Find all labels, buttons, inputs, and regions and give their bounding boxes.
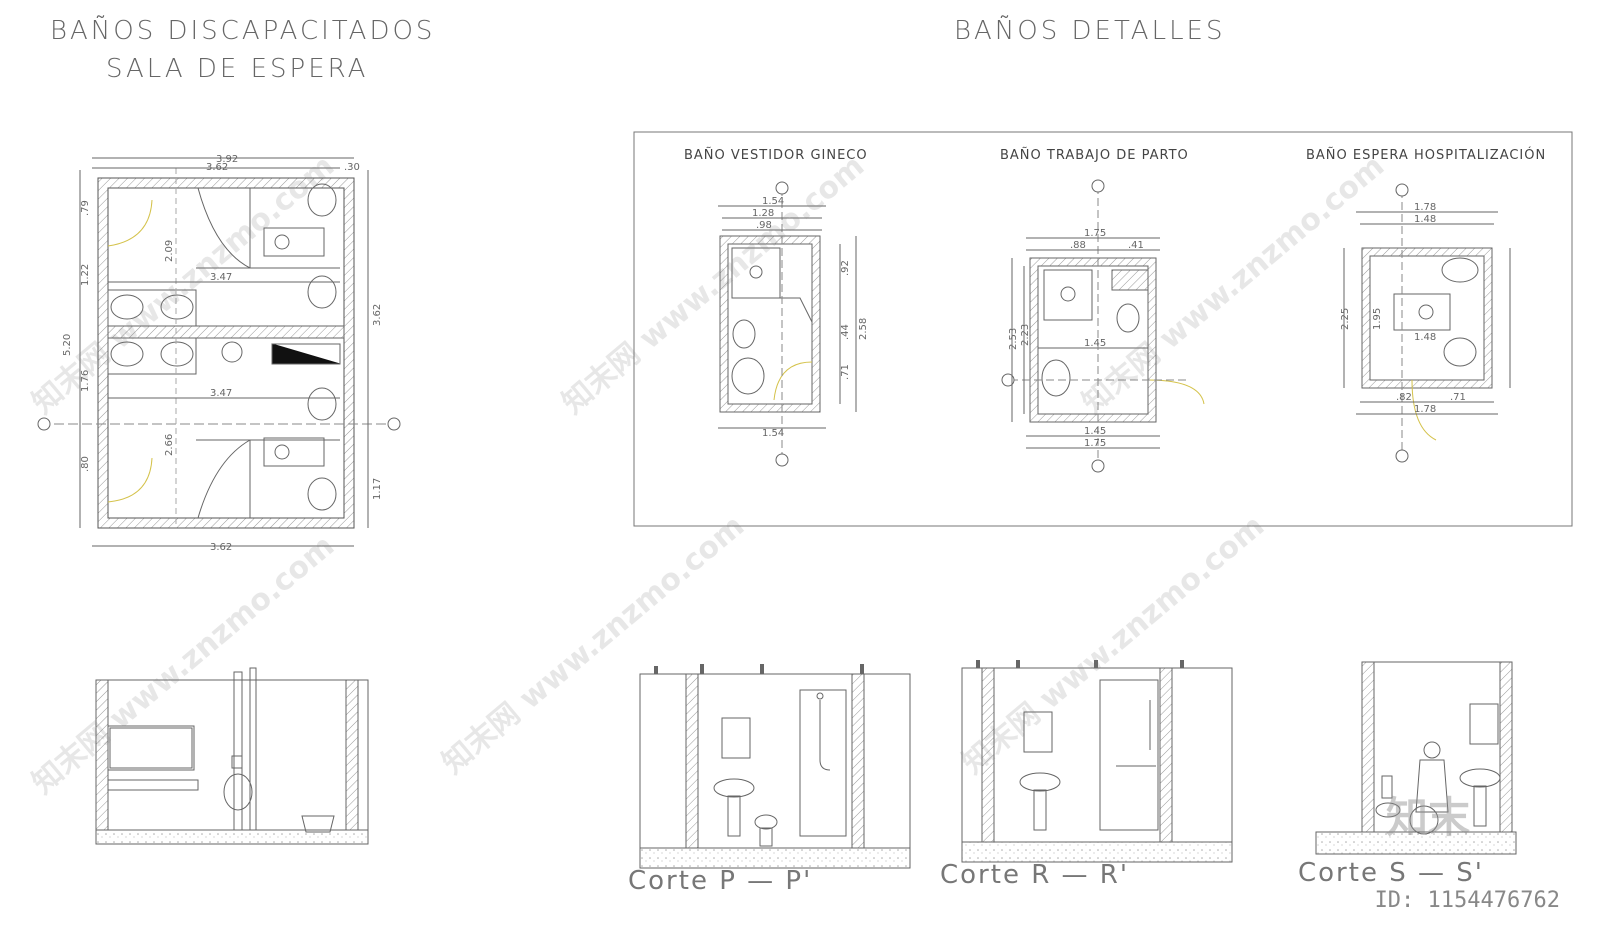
label-espera: BAÑO ESPERA HOSPITALIZACIÓN xyxy=(1306,148,1547,163)
title-left-line2: SALA DE ESPERA xyxy=(106,54,369,84)
vest-dim-0: 1.54 xyxy=(762,196,784,207)
espera-dim-7: 1.78 xyxy=(1414,404,1436,415)
plan-dim-labels: 3.92 3.62 .30 3.62 3.47 3.47 5.20 .79 1.… xyxy=(62,154,383,553)
section-pins xyxy=(654,660,1184,674)
vest-dim-7: 1.54 xyxy=(762,428,784,439)
espera-dim-4: 1.48 xyxy=(1414,332,1436,343)
dim-top1: 3.92 xyxy=(216,154,238,165)
espera-dim-6: .71 xyxy=(1450,392,1466,403)
dim-left-d: .80 xyxy=(80,456,91,472)
elevation-corte-p xyxy=(639,673,911,869)
dim-left-total: 5.20 xyxy=(62,334,73,356)
espera-dim-3: 1.95 xyxy=(1372,308,1383,330)
detail-frame xyxy=(633,131,1573,527)
vest-dim-5: .71 xyxy=(840,364,851,380)
title-left-line1: BAÑOS DISCAPACITADOS xyxy=(50,16,436,46)
section-title-s: Corte S — S' xyxy=(1298,858,1484,888)
plan-discapacitados xyxy=(37,157,401,547)
espera-dim-0: 1.78 xyxy=(1414,202,1436,213)
plan-vestidor xyxy=(718,181,857,467)
section-title-r: Corte R — R' xyxy=(940,860,1130,890)
title-right: BAÑOS DETALLES xyxy=(954,16,1226,46)
espera-dim-1: 1.48 xyxy=(1414,214,1436,225)
dim-bottom: 3.62 xyxy=(210,542,232,553)
plan-parto xyxy=(1001,179,1205,473)
elevation-corte-r xyxy=(961,667,1233,863)
vest-dim-6: 2.58 xyxy=(858,318,869,340)
plan-espera xyxy=(1343,183,1511,463)
espera-dim-labels: 1.78 1.48 2.25 1.95 1.48 .82 .71 1.78 xyxy=(1340,202,1466,415)
parto-dim-0: 1.75 xyxy=(1084,228,1106,239)
dim-top2: 3.62 xyxy=(206,162,228,173)
dim-inner-b: 2.66 xyxy=(164,434,175,456)
dim-mid1: 3.47 xyxy=(210,272,232,283)
espera-dim-2: 2.25 xyxy=(1340,308,1351,330)
vest-dim-2: .98 xyxy=(756,220,772,231)
elevation-discapacitados xyxy=(95,667,369,845)
espera-dim-5: .82 xyxy=(1396,392,1412,403)
vestidor-dim-labels: 1.54 1.28 .98 .92 .44 .71 2.58 1.54 xyxy=(752,196,869,439)
vest-dim-1: 1.28 xyxy=(752,208,774,219)
parto-dim-5: 1.45 xyxy=(1084,338,1106,349)
parto-dim-6: 1.45 xyxy=(1084,426,1106,437)
parto-dim-labels: 1.75 .88 .41 2.53 2.23 1.45 1.45 1.75 xyxy=(1008,228,1144,449)
parto-dim-3: 2.53 xyxy=(1008,328,1019,350)
label-parto: BAÑO TRABAJO DE PARTO xyxy=(1000,148,1189,163)
vest-dim-4: .44 xyxy=(840,324,851,340)
section-title-p: Corte P — P' xyxy=(628,866,813,896)
dim-left-b: 1.22 xyxy=(80,264,91,286)
label-vestidor: BAÑO VESTIDOR GINECO xyxy=(684,148,868,163)
elevation-corte-s xyxy=(1315,661,1517,855)
parto-dim-7: 1.75 xyxy=(1084,438,1106,449)
dim-right-a: 3.62 xyxy=(372,304,383,326)
dim-left-c: 1.76 xyxy=(80,370,91,392)
dim-left-a: .79 xyxy=(80,200,91,216)
parto-dim-2: .41 xyxy=(1128,240,1144,251)
parto-dim-1: .88 xyxy=(1070,240,1086,251)
brand-logo: 知末 xyxy=(1386,793,1471,842)
image-id-label: ID: 1154476762 xyxy=(1374,888,1560,913)
parto-dim-4: 2.23 xyxy=(1020,324,1031,346)
dim-right-b: 1.17 xyxy=(372,478,383,500)
dim-top3: .30 xyxy=(344,162,360,173)
vest-dim-3: .92 xyxy=(840,260,851,276)
dim-mid2: 3.47 xyxy=(210,388,232,399)
dim-inner-a: 2.09 xyxy=(164,240,175,262)
